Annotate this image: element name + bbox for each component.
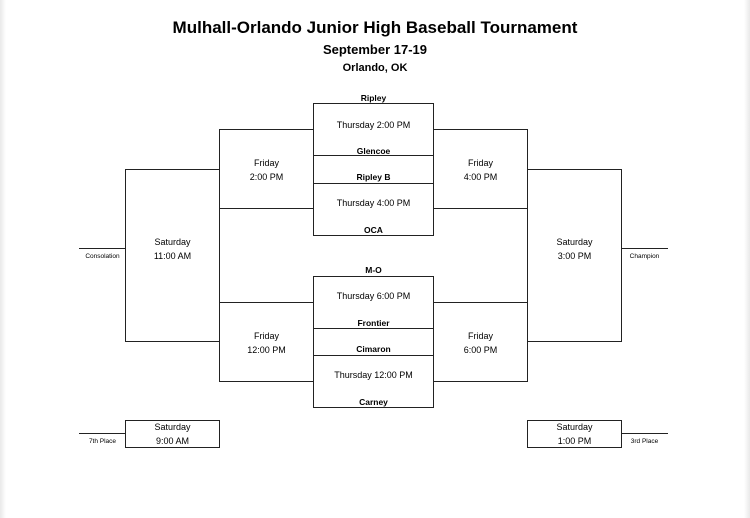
right-semi-box-1 [433,129,528,209]
left-semi-box-1 [219,129,314,209]
team-mo: M-O [365,265,382,275]
seventh-place-box [125,420,220,448]
team-glencoe: Glencoe [356,146,391,156]
championship-game-time: 3:00 PM [557,251,592,261]
seventh-place-label: 7th Place [88,438,117,445]
seventh-game-time: 9:00 AM [155,436,190,446]
third-place-label: 3rd Place [630,438,659,445]
game-3-time: Thursday 6:00 PM [336,291,411,301]
game-2-time: Thursday 4:00 PM [336,198,411,208]
team-ripley: Ripley [360,93,387,103]
game-box-2 [313,183,434,236]
game-4-time: Thursday 12:00 PM [334,370,413,380]
tournament-dates: September 17-19 [322,42,428,57]
consolation-label: Consolation [85,253,120,260]
left-semi-1-day: Friday [253,158,279,168]
right-semi-2-day: Friday [467,331,493,341]
team-frontier: Frontier [357,318,390,328]
champion-line [621,248,668,249]
team-cimaron: Cimaron [356,344,391,354]
third-place-line [621,433,668,434]
consolation-line [79,248,126,249]
championship-game-day: Saturday [556,237,593,247]
page-edge-right [744,0,750,518]
team-ripley-b: Ripley B [356,172,391,182]
right-semi-box-2 [433,302,528,382]
left-semi-2-day: Friday [253,331,279,341]
seventh-place-line [79,433,126,434]
tournament-title: Mulhall-Orlando Junior High Baseball Tou… [172,18,578,37]
left-semi-1-time: 2:00 PM [249,172,284,182]
right-semi-1-day: Friday [467,158,493,168]
tournament-location: Orlando, OK [342,62,408,74]
consolation-box [125,169,220,342]
third-place-box [527,420,622,448]
third-game-day: Saturday [556,422,593,432]
championship-box [527,169,622,342]
left-semi-2-time: 12:00 PM [247,345,286,355]
right-semi-2-time: 6:00 PM [463,345,498,355]
consolation-game-time: 11:00 AM [153,251,192,261]
third-game-time: 1:00 PM [557,436,592,446]
consolation-game-day: Saturday [154,237,191,247]
team-carney: Carney [359,397,388,407]
right-semi-1-time: 4:00 PM [463,172,498,182]
page-edge-left [0,0,6,518]
game-1-time: Thursday 2:00 PM [336,120,411,130]
seventh-game-day: Saturday [154,422,191,432]
left-semi-box-2 [219,302,314,382]
champion-label: Champion [629,253,660,260]
team-oca: OCA [364,225,383,235]
